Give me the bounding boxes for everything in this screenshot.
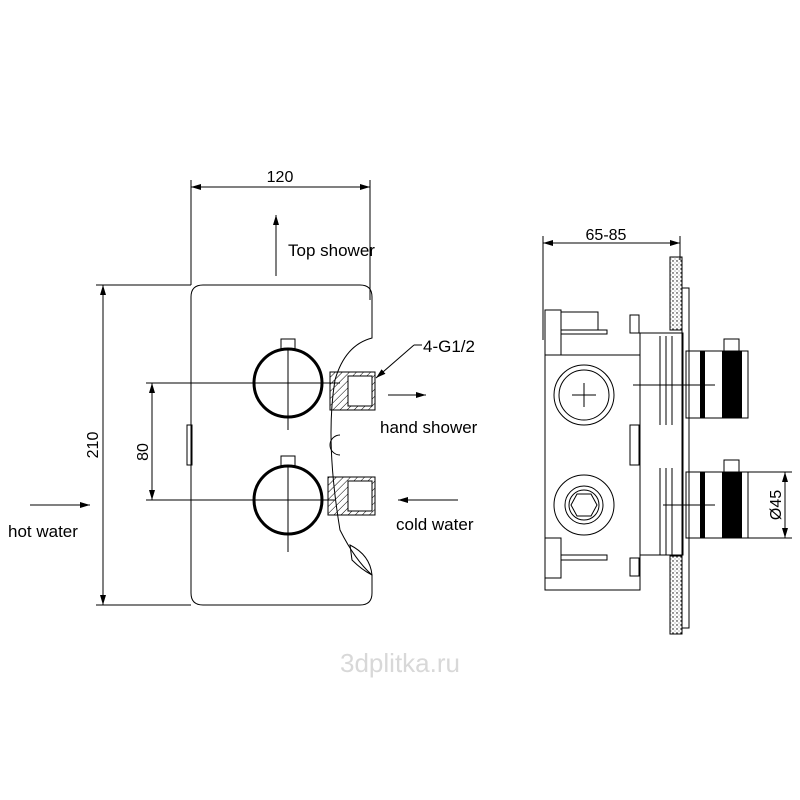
spacing-dimension: 80 [135, 443, 152, 461]
cold-water-connection [327, 476, 376, 516]
flange [639, 332, 684, 556]
width-dimension: 120 [267, 169, 294, 186]
wall-tile-bottom [669, 555, 683, 635]
cover-plate [190, 284, 373, 606]
side-knob-bottom [685, 459, 749, 539]
depth-dimension: 65-85 [586, 227, 627, 244]
diameter-dimension: Ø45 [768, 490, 785, 520]
boss [329, 434, 341, 456]
side-knob-top [685, 338, 749, 419]
hand-shower-label: hand shower [380, 418, 478, 437]
watermark: 3dplitka.ru [340, 648, 460, 678]
hot-water-label: hot water [8, 522, 78, 541]
side-view: 65-85 [542, 227, 792, 635]
hand-shower-connection [329, 371, 376, 411]
side-tab [186, 424, 193, 466]
outlet-plug-bottom [553, 474, 615, 536]
outlet-plug-top [553, 364, 615, 426]
height-dimension: 210 [85, 432, 102, 459]
connection-leader [375, 344, 415, 379]
wall-tile-top [669, 256, 683, 331]
cold-water-label: cold water [396, 515, 474, 534]
top-shower-label: Top shower [288, 241, 375, 260]
mounting-plate [681, 287, 690, 629]
hex-socket-icon [570, 493, 598, 517]
top-knob-indicator [280, 338, 296, 350]
connection-label: 4-G1/2 [423, 337, 475, 356]
front-view: 120 210 80 Top shower 4-G1/2 hand shower… [8, 169, 478, 606]
